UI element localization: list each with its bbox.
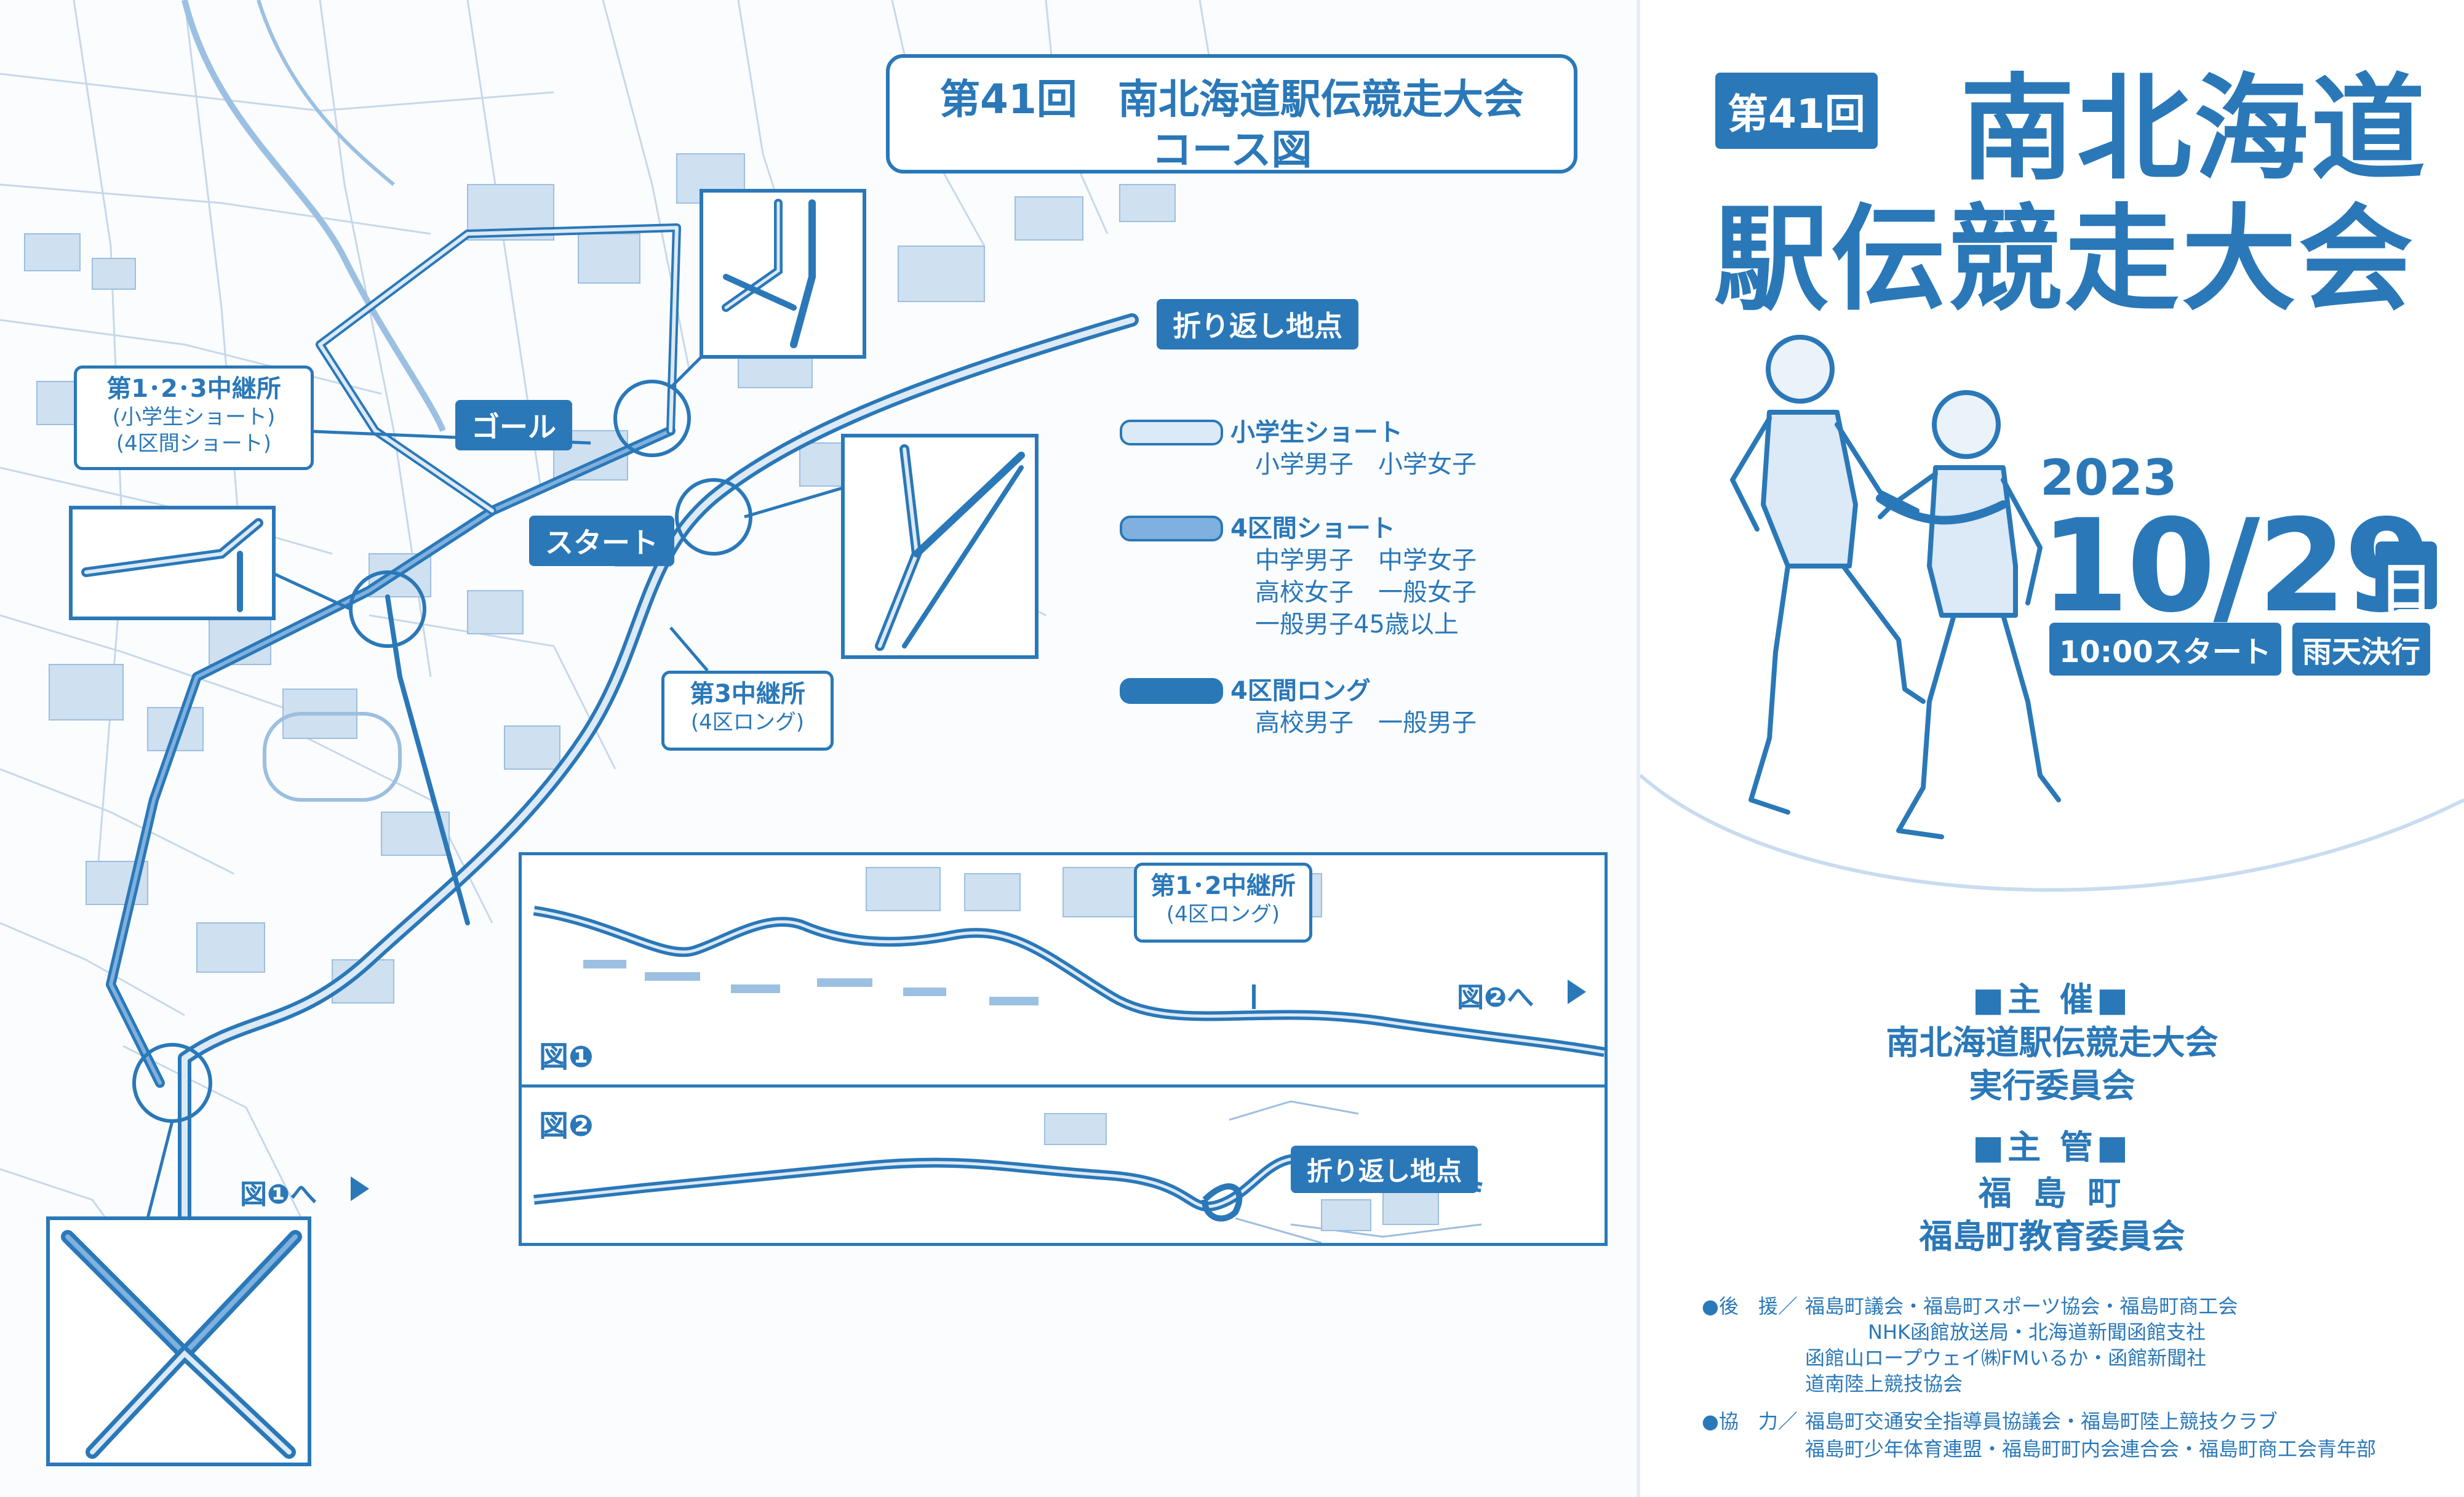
cover-title-line2: 駅伝競走大会 [1714,193,2416,326]
relay-3-sub: (4区ロング) [690,710,805,735]
organizer-heading: ■主 催■ [1972,980,2132,1019]
map-title-line2: コース図 [1151,126,1312,174]
relay-12-title: 第1･2中継所 [1150,872,1296,900]
map-title-box: 第41回 南北海道駅伝競走大会 コース図 [886,54,1577,174]
support-label: ●後 援／ [1702,1295,1798,1318]
support-line3: 函館山ロープウェイ㈱FMいるか・函館新聞社 [1805,1346,2207,1370]
legend-swatch-4long [1120,678,1223,704]
organizer-line1: 南北海道駅伝競走大会 [1886,1023,2219,1062]
cover-panel: 第41回 南北海道 駅伝競走大会 2023 10/29 日 10:00スタート [1640,0,2464,1497]
legend-detail-4short-2: 高校女子 一般女子 [1255,578,1477,607]
legend-swatch-elementary [1120,420,1223,445]
relay-3-callout: 第3中継所 (4区ロング) [661,671,834,751]
event-weekday-text: 日 [2380,558,2433,620]
event-weekday: 日 [2375,541,2437,620]
manager-heading: ■主 管■ [1972,1128,2132,1167]
legend: 小学生ショート 小学男子 小学女子 4区間ショート 中学男子 中学女子 高校女子… [1120,412,1563,745]
coop-line1: 福島町交通安全指導員協議会・福島町陸上競技クラブ [1805,1410,2278,1433]
relay-12-sub: (4区ロング) [1166,902,1280,927]
support-line1: 福島町議会・福島町スポーツ協会・福島町商工会 [1805,1295,2238,1318]
detail-figures-box: 第1･2中継所 (4区ロング) 図❷へ 図❶ 図❷ 折り返し地点 [519,852,1608,1246]
rain-note-tag: 雨天決行 [2292,623,2431,676]
legend-name-elementary: 小学生ショート [1230,418,1403,447]
legend-name-4short: 4区間ショート [1230,514,1395,543]
event-year: 2023 [2040,449,2177,506]
coop-line2: 福島町少年体育連盟・福島町町内会連合会・福島町商工会青年部 [1805,1437,2377,1461]
legend-detail-elementary: 小学男子 小学女子 [1255,450,1477,479]
organizer-line2: 実行委員会 [1969,1066,2135,1105]
fold-divider [1637,0,1640,1497]
legend-detail-4long: 高校男子 一般男子 [1255,709,1477,737]
legend-detail-4short-1: 中学男子 中学女子 [1255,546,1477,575]
legend-detail-4short-3: 一般男子45歳以上 [1255,610,1459,639]
fig2-label: 図❷ [539,1109,594,1143]
relay-12-callout: 第1･2中継所 (4区ロング) [1134,863,1312,943]
relay-123-callout: 第1･2･3中継所 (小学生ショート) (4区間ショート) [74,365,314,470]
edition-badge: 第41回 [1715,73,1878,149]
start-label: スタート [529,516,674,566]
goal-label: ゴール [455,400,572,450]
manager-line2: 福島町教育委員会 [1919,1217,2185,1256]
base-map [0,0,1219,1466]
course-map-panel: 第41回 南北海道駅伝競走大会 コース図 折り返し地点 ゴール スタート 第1･… [0,0,1608,1466]
fig1-label: 図❶ [539,1040,594,1074]
start-time-tag: 10:00スタート [2049,623,2281,676]
relay-123-sub1: (小学生ショート) [112,405,276,429]
manager-line1: 福 島 町 [1978,1174,2126,1213]
turnaround-label: 折り返し地点 [1157,299,1358,349]
legend-name-4long: 4区間ロング [1230,677,1371,705]
to-fig1-label: 図❶へ [240,1179,317,1210]
map-title-line1: 第41回 南北海道駅伝競走大会 [939,76,1524,123]
relay-3-title: 第3中継所 [690,680,805,708]
support-line4: 道南陸上競技協会 [1805,1372,1963,1395]
coop-label: ●協 力／ [1702,1410,1798,1433]
support-line2: NHK函館放送局・北海道新聞函館支社 [1868,1320,2206,1344]
arrow-right-icon [351,1176,369,1201]
arrow-right-icon [1568,980,1586,1004]
runners-illustration [1730,335,2061,839]
cover-title-line1: 南北海道 [1960,62,2428,196]
to-fig2-label: 図❷へ [1457,982,1534,1013]
fig2-turnaround-label: 折り返し地点 [1291,1146,1478,1193]
event-date: 10/29 [2040,492,2433,641]
legend-swatch-4short [1120,516,1223,541]
relay-123-sub2: (4区間ショート) [116,431,272,456]
relay-123-title: 第1･2･3中継所 [106,375,281,403]
